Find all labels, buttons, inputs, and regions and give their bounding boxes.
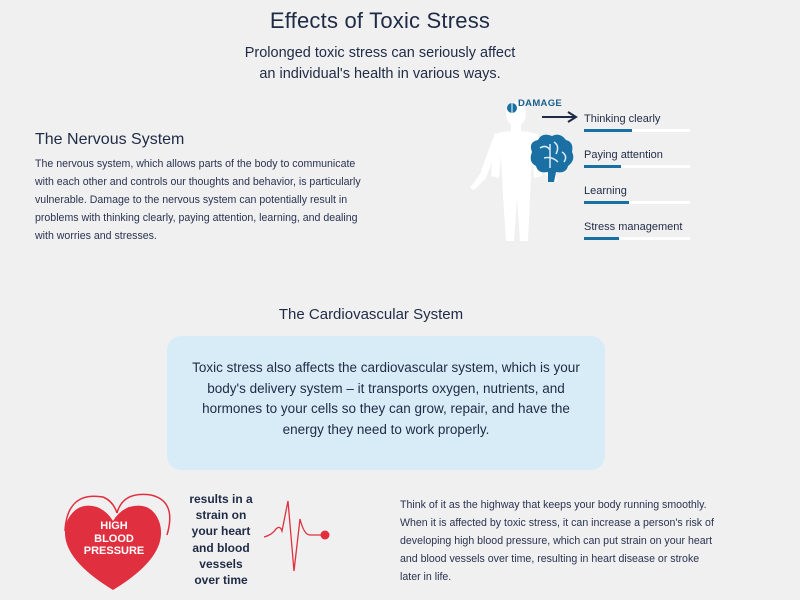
subtitle-line-1: Prolonged toxic stress can seriously aff… [244, 45, 516, 61]
metric-label: Stress management [584, 221, 683, 233]
heart-label: HIGH BLOOD PRESSURE [73, 520, 155, 558]
metric-bar-track [584, 165, 690, 168]
metric-row: Learning [584, 185, 704, 204]
nervous-system-heading: The Nervous System [35, 131, 185, 148]
heart-label-line-1: HIGH [100, 520, 128, 532]
subtitle-line-2: an individual's health in various ways. [259, 66, 501, 82]
heart-label-line-2: BLOOD [94, 532, 134, 545]
cardiovascular-heading: The Cardiovascular System [278, 306, 464, 323]
small-brain-icon [507, 103, 517, 113]
metric-label: Learning [584, 185, 627, 197]
damage-label: DAMAGE [518, 98, 563, 109]
brain-icon [530, 134, 574, 182]
cardiovascular-box-text: Toxic stress also affects the cardiovasc… [192, 360, 580, 437]
pulse-line-icon [263, 500, 330, 572]
metric-label: Paying attention [584, 149, 663, 161]
heart-label-line-3: PRESSURE [83, 545, 145, 557]
metric-bar-track [584, 129, 690, 132]
nervous-system-body: The nervous system, which allows parts o… [35, 158, 361, 242]
metric-label: Thinking clearly [584, 113, 661, 125]
page-subtitle: Prolonged toxic stress can seriously aff… [0, 43, 760, 85]
metric-bar-track [584, 237, 690, 240]
metric-bar-track [584, 201, 690, 204]
metric-bar-fill [584, 129, 632, 132]
highway-text: Think of it as the highway that keeps yo… [400, 499, 714, 583]
metric-bar-fill [584, 237, 619, 240]
strain-text: results in a strain on your heart and bl… [189, 492, 253, 588]
page-title: Effects of Toxic Stress [269, 8, 491, 33]
human-figure-icon [470, 102, 574, 241]
metric-row: Stress management [584, 221, 704, 240]
metric-row: Paying attention [584, 149, 704, 168]
metric-row: Thinking clearly [584, 113, 704, 132]
arrow-right-icon [542, 111, 578, 123]
cardiovascular-info-box [167, 336, 605, 470]
metric-bar-fill [584, 165, 622, 168]
metric-bar-fill [584, 201, 629, 204]
heart-icon [64, 493, 171, 590]
